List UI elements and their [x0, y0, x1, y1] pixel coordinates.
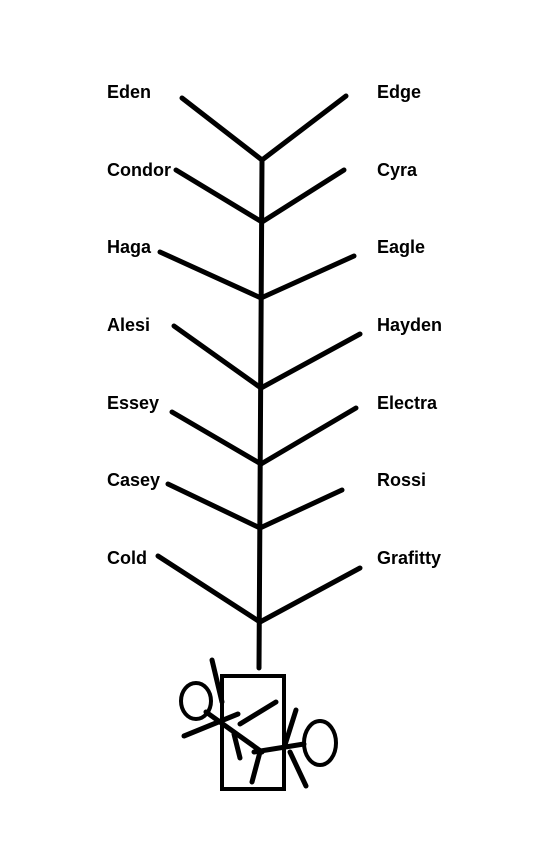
podium-box: [220, 674, 286, 791]
label-right-7: Grafitty: [377, 548, 442, 568]
figure-left-arm-down: [181, 711, 241, 739]
label-left-2: Condor: [107, 160, 171, 180]
branch-left-alesi: [171, 323, 264, 391]
label-right-5: Electra: [377, 393, 438, 413]
branch-right-edge: [259, 93, 349, 163]
label-right-3: Eagle: [377, 237, 426, 257]
label-left-7: Cold: [107, 548, 147, 568]
label-left-3: Haga: [107, 237, 152, 257]
figure-left-leg: [237, 699, 279, 727]
figure-right-arm-2: [287, 749, 309, 789]
label-left-5: Essey: [107, 393, 160, 413]
branch-left-eden: [179, 95, 265, 163]
branch-right-eagle: [258, 253, 357, 301]
branch-right-hayden: [258, 331, 363, 391]
figure-left-leg-2: [231, 731, 243, 761]
branch-left-essey: [169, 409, 264, 467]
winner-podium-drawing: [179, 657, 338, 791]
label-left-4: Alesi: [107, 315, 151, 335]
branch-right-cyra: [259, 167, 347, 225]
branch-right-electra: [258, 405, 359, 467]
branch-right-grafitty: [257, 565, 363, 625]
label-right-1: Edge: [377, 82, 422, 102]
figure-right-body: [251, 741, 307, 755]
label-right-6: Rossi: [377, 470, 427, 490]
figure-right-leg: [249, 749, 263, 785]
figure-right-arm: [281, 707, 299, 751]
label-left-1: Eden: [107, 82, 152, 102]
trunk-line: [256, 157, 265, 671]
figure-left-arm-up: [209, 657, 225, 705]
branch-left-cold: [155, 553, 263, 625]
label-right-4: Hayden: [377, 315, 443, 335]
branch-left-casey: [165, 481, 263, 531]
branch-right-rossi: [257, 487, 345, 531]
branch-left-condor: [173, 167, 265, 225]
branch-left-haga: [157, 249, 264, 301]
figure-right-head: [302, 719, 338, 767]
label-right-2: Cyra: [377, 160, 418, 180]
label-left-6: Casey: [107, 470, 161, 490]
figure-left-head: [179, 681, 213, 721]
